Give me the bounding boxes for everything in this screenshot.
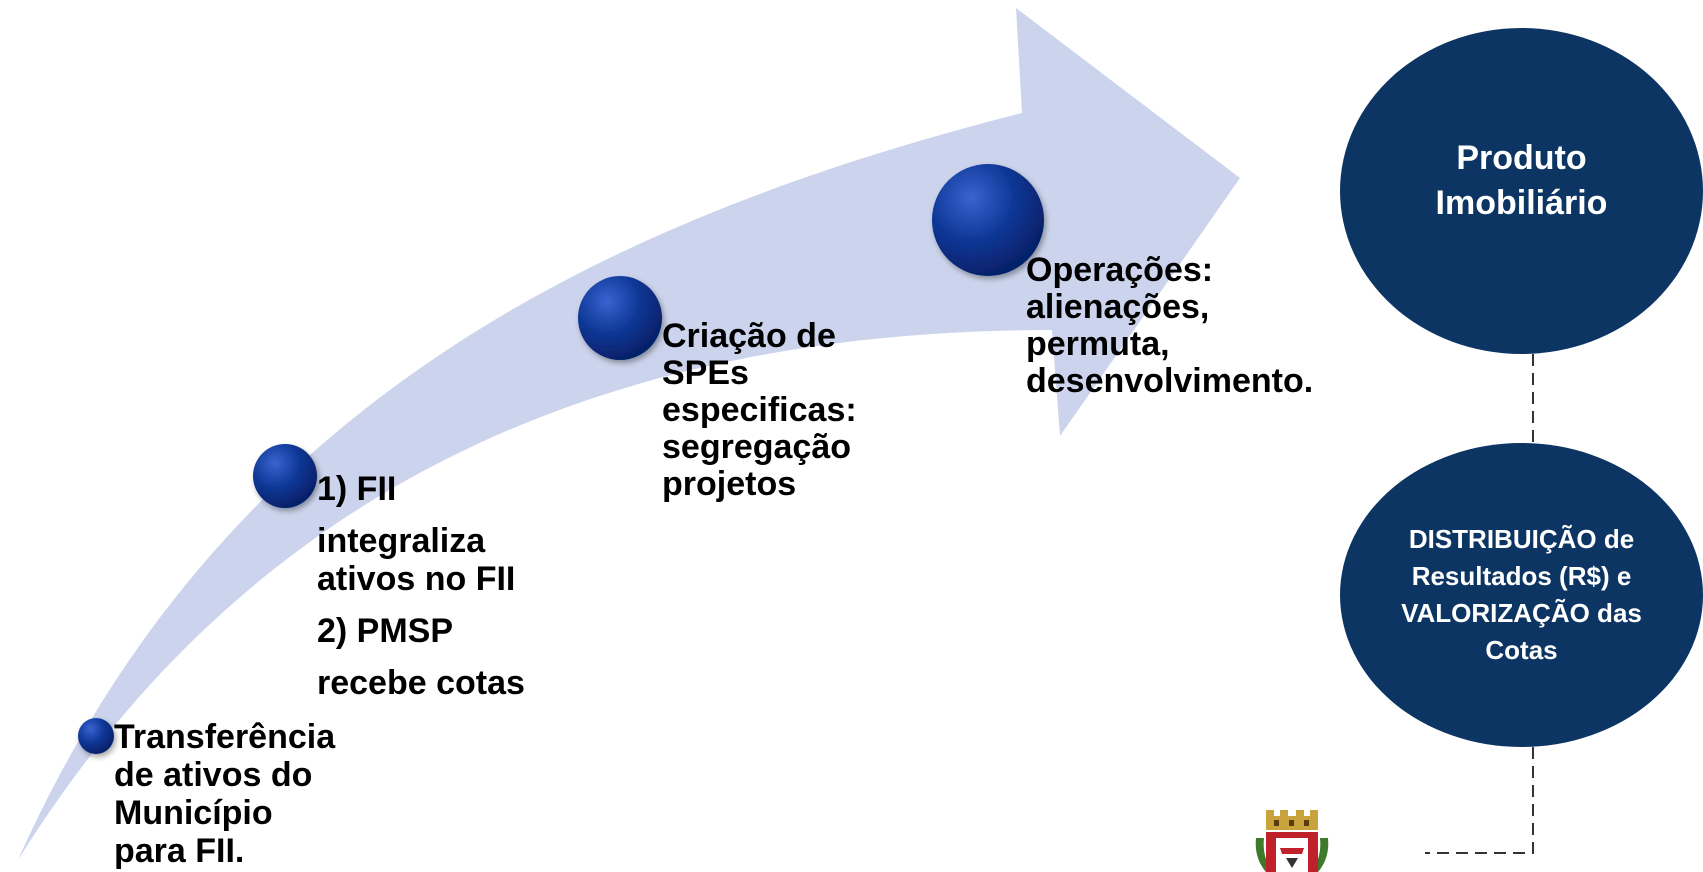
- product-label-line: Imobiliário: [1435, 184, 1608, 222]
- step-2-text: 1) FII integraliza ativos no FII 2) PMSP…: [317, 470, 525, 702]
- product-label-line: Produto: [1456, 139, 1587, 177]
- step-3-marker: [578, 276, 662, 360]
- step-4-text: Operações: alienações, permuta, desenvol…: [1026, 252, 1313, 400]
- step-4-line: permuta,: [1026, 325, 1170, 363]
- step-2-marker: [253, 444, 317, 508]
- step-1-line: Transferência: [114, 718, 336, 756]
- step-1-marker: [78, 718, 114, 754]
- step-1-line: para FII.: [114, 832, 245, 870]
- step-3-text: Criação de SPEs especificas: segregação …: [662, 318, 857, 503]
- distribution-oval: DISTRIBUIÇÃO de Resultados (R$) e VALORI…: [1340, 443, 1703, 747]
- step-4-marker: [932, 164, 1044, 276]
- step-2-line: 2) PMSP: [317, 612, 454, 650]
- step-4-line: desenvolvimento.: [1026, 362, 1314, 400]
- distribution-label-line: DISTRIBUIÇÃO de: [1408, 524, 1635, 554]
- step-3-line: SPEs: [662, 354, 749, 392]
- step-2-line: recebe cotas: [317, 664, 525, 702]
- step-2-line: 1) FII: [317, 470, 397, 508]
- step-1-line: Município: [114, 794, 273, 832]
- step-3-line: segregação: [662, 428, 851, 466]
- step-4-line: Operações:: [1026, 251, 1214, 289]
- step-3-line: Criação de: [662, 317, 836, 355]
- distribution-label-line: Cotas: [1485, 635, 1558, 665]
- city-coat-of-arms-icon: [1255, 810, 1329, 872]
- step-2-line: ativos no FII: [317, 560, 516, 598]
- product-oval: Produto Imobiliário: [1340, 28, 1703, 354]
- step-3-line: projetos: [662, 465, 797, 503]
- step-3-line: especificas:: [662, 391, 857, 429]
- step-2-line: integraliza: [317, 522, 486, 560]
- step-4-line: alienações,: [1026, 288, 1210, 326]
- distribution-label-line: Resultados (R$) e: [1411, 561, 1632, 591]
- distribution-label-line: VALORIZAÇÃO das: [1401, 598, 1642, 628]
- step-1-line: de ativos do: [114, 756, 313, 794]
- step-1-text: Transferência de ativos do Município par…: [114, 718, 335, 870]
- connector-bottom: [1425, 747, 1534, 854]
